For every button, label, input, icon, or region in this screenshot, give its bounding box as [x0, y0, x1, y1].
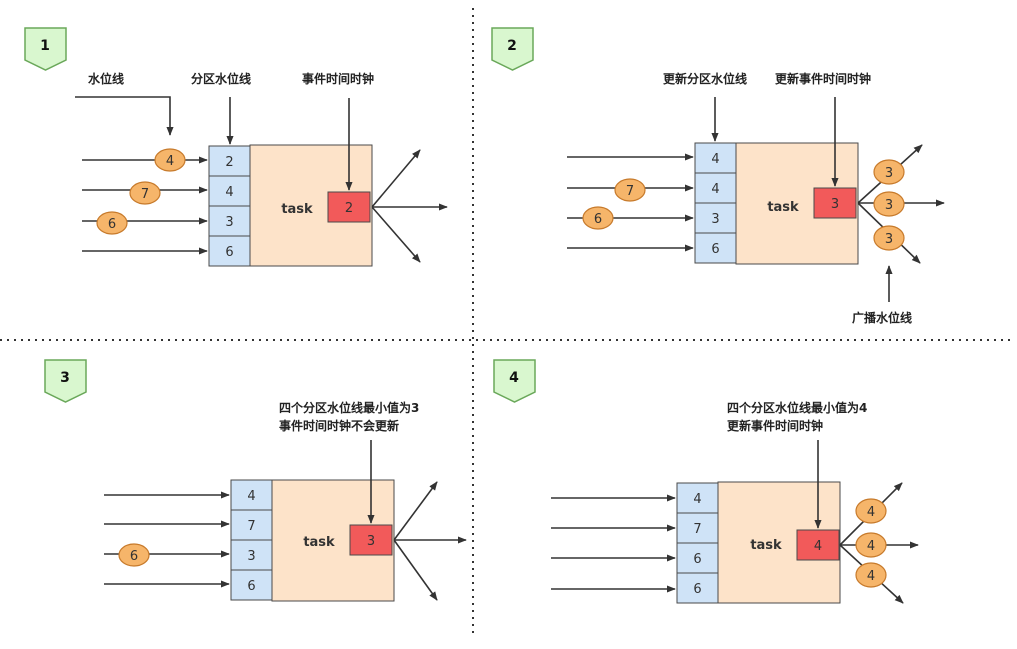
panel-3-watermark-oval [118, 543, 150, 567]
panel-4-clock-value: 4 [814, 539, 822, 554]
panel-2-badge-number: 2 [507, 38, 517, 54]
panel-1-partition-column: 2 4 3 6 [208, 145, 251, 267]
panel-3-output-arrow [393, 539, 438, 601]
panel-2-watermark-value: 7 [626, 184, 634, 199]
panel-4-broadcast-watermark-value: 4 [867, 569, 875, 584]
panel-1-partition-value: 4 [225, 185, 233, 200]
panel-1-partition-value: 2 [225, 155, 233, 170]
panel-1-watermark-arrow [75, 96, 174, 136]
panel-1-badge-number: 1 [40, 38, 50, 54]
panel-3-partition-value: 6 [247, 579, 255, 594]
panel-3-partition-value: 3 [247, 549, 255, 564]
panel-2-clock-value: 3 [831, 197, 839, 212]
panel-1-badge-shape [24, 27, 67, 71]
partition-cell [676, 542, 719, 574]
panel-2-broadcast-label: 广播水位线 [852, 310, 912, 325]
panel-2-badge-shape [491, 27, 534, 71]
panel-1-watermark-value: 7 [141, 187, 149, 202]
panel-2-watermark-oval [582, 206, 614, 230]
panel-2-partition-column: 4 4 3 6 [694, 142, 737, 264]
panel-2-partition-value: 4 [711, 152, 719, 167]
panel-2-broadcast-watermark-value: 3 [885, 232, 893, 247]
panel-2-broadcast-watermark-value: 3 [885, 198, 893, 213]
panel-1-output-arrow [371, 149, 421, 208]
panel-4-badge-number: 4 [509, 370, 519, 386]
panel-3-badge-shape [44, 359, 87, 403]
partition-cell [208, 235, 251, 267]
panel-2-broadcast-watermark-oval [873, 191, 905, 217]
panel-3-note-line-2: 事件时间时钟不会更新 [279, 418, 399, 433]
partition-cell [230, 509, 273, 541]
panel-2-watermark-value: 6 [594, 212, 602, 227]
panel-3-partition-value: 4 [247, 489, 255, 504]
partition-cell [676, 482, 719, 514]
panel-1-watermark-value: 6 [108, 217, 116, 232]
panel-4-broadcast-watermark-value: 4 [867, 539, 875, 554]
panel-3: 3 四个分区水位线最小值为3 事件时间时钟不会更新 task 4 7 3 6 3… [44, 359, 467, 602]
panel-2-update-partition-label: 更新分区水位线 [663, 71, 747, 86]
panel-1-clock-box [327, 191, 371, 223]
panel-4-badge-shape [493, 359, 536, 403]
partition-cell [694, 232, 737, 264]
panel-1-watermark-label: 水位线 [88, 71, 124, 86]
panel-2-partition-value: 4 [711, 182, 719, 197]
partition-cell [230, 479, 273, 511]
panel-3-badge-number: 3 [60, 370, 70, 386]
partition-cell [694, 202, 737, 234]
panel-2-broadcast-watermark-oval [873, 159, 905, 185]
panel-2-watermark-oval [614, 178, 646, 202]
panel-2-update-clock-label: 更新事件时间时钟 [775, 71, 871, 86]
panel-4-broadcast-watermark-oval [855, 498, 887, 524]
panel-1: 1 水位线 分区水位线 事件时间时钟 task 2 4 3 6 2 4 7 6 [24, 27, 448, 267]
panel-1-partition-watermark-label: 分区水位线 [191, 71, 251, 86]
panel-4-broadcast-watermark-value: 4 [867, 505, 875, 520]
panel-1-watermark-oval [129, 181, 161, 205]
panel-4-partition-value: 7 [693, 522, 701, 537]
panel-3-partition-value: 7 [247, 519, 255, 534]
panel-1-task-label: task [281, 202, 313, 217]
panel-4-task-label: task [750, 538, 782, 553]
panel-4-partition-value: 6 [693, 582, 701, 597]
panel-4-partition-value: 6 [693, 552, 701, 567]
panel-4-note-line-1: 四个分区水位线最小值为4 [727, 400, 867, 415]
panel-2-clock-box [813, 187, 857, 219]
partition-cell [208, 205, 251, 237]
panel-4-broadcast-watermark-oval [855, 532, 887, 558]
panel-4-note-line-2: 更新事件时间时钟 [727, 418, 823, 433]
panel-2-partition-value: 3 [711, 212, 719, 227]
partition-cell [208, 145, 251, 177]
panel-1-watermark-oval [96, 211, 128, 235]
panel-1-watermark-oval [154, 148, 186, 172]
panel-4-partition-column: 4 7 6 6 [676, 482, 719, 604]
panel-1-clock-value: 2 [345, 201, 353, 216]
panel-4-partition-value: 4 [693, 492, 701, 507]
panel-2-broadcast-watermark-value: 3 [885, 166, 893, 181]
panel-2-broadcast-watermark-oval [873, 225, 905, 251]
partition-cell [230, 569, 273, 601]
partition-cell [676, 572, 719, 604]
partition-cell [694, 142, 737, 174]
panel-3-clock-box [349, 524, 393, 556]
panel-3-partition-column: 4 7 3 6 [230, 479, 273, 601]
partition-cell [694, 172, 737, 204]
panel-4-clock-box [796, 529, 840, 561]
panel-1-partition-value: 3 [225, 215, 233, 230]
panel-3-task-label: task [303, 535, 335, 550]
panel-1-event-clock-label: 事件时间时钟 [302, 71, 374, 86]
panel-4: 4 四个分区水位线最小值为4 更新事件时间时钟 task 4 7 6 6 4 4… [493, 359, 919, 604]
panel-2: 2 更新分区水位线 更新事件时间时钟 task 4 4 3 6 3 广播水位线 … [491, 27, 945, 325]
panel-3-note-line-1: 四个分区水位线最小值为3 [279, 400, 419, 415]
panel-1-output-arrow [371, 206, 421, 263]
panel-1-partition-value: 6 [225, 245, 233, 260]
panel-4-broadcast-watermark-oval [855, 562, 887, 588]
panel-2-partition-value: 6 [711, 242, 719, 257]
panel-3-output-arrow [393, 481, 438, 541]
panel-1-watermark-value: 4 [166, 154, 174, 169]
panel-3-clock-value: 3 [367, 534, 375, 549]
panel-2-task-label: task [767, 200, 799, 215]
panel-3-watermark-value: 6 [130, 549, 138, 564]
